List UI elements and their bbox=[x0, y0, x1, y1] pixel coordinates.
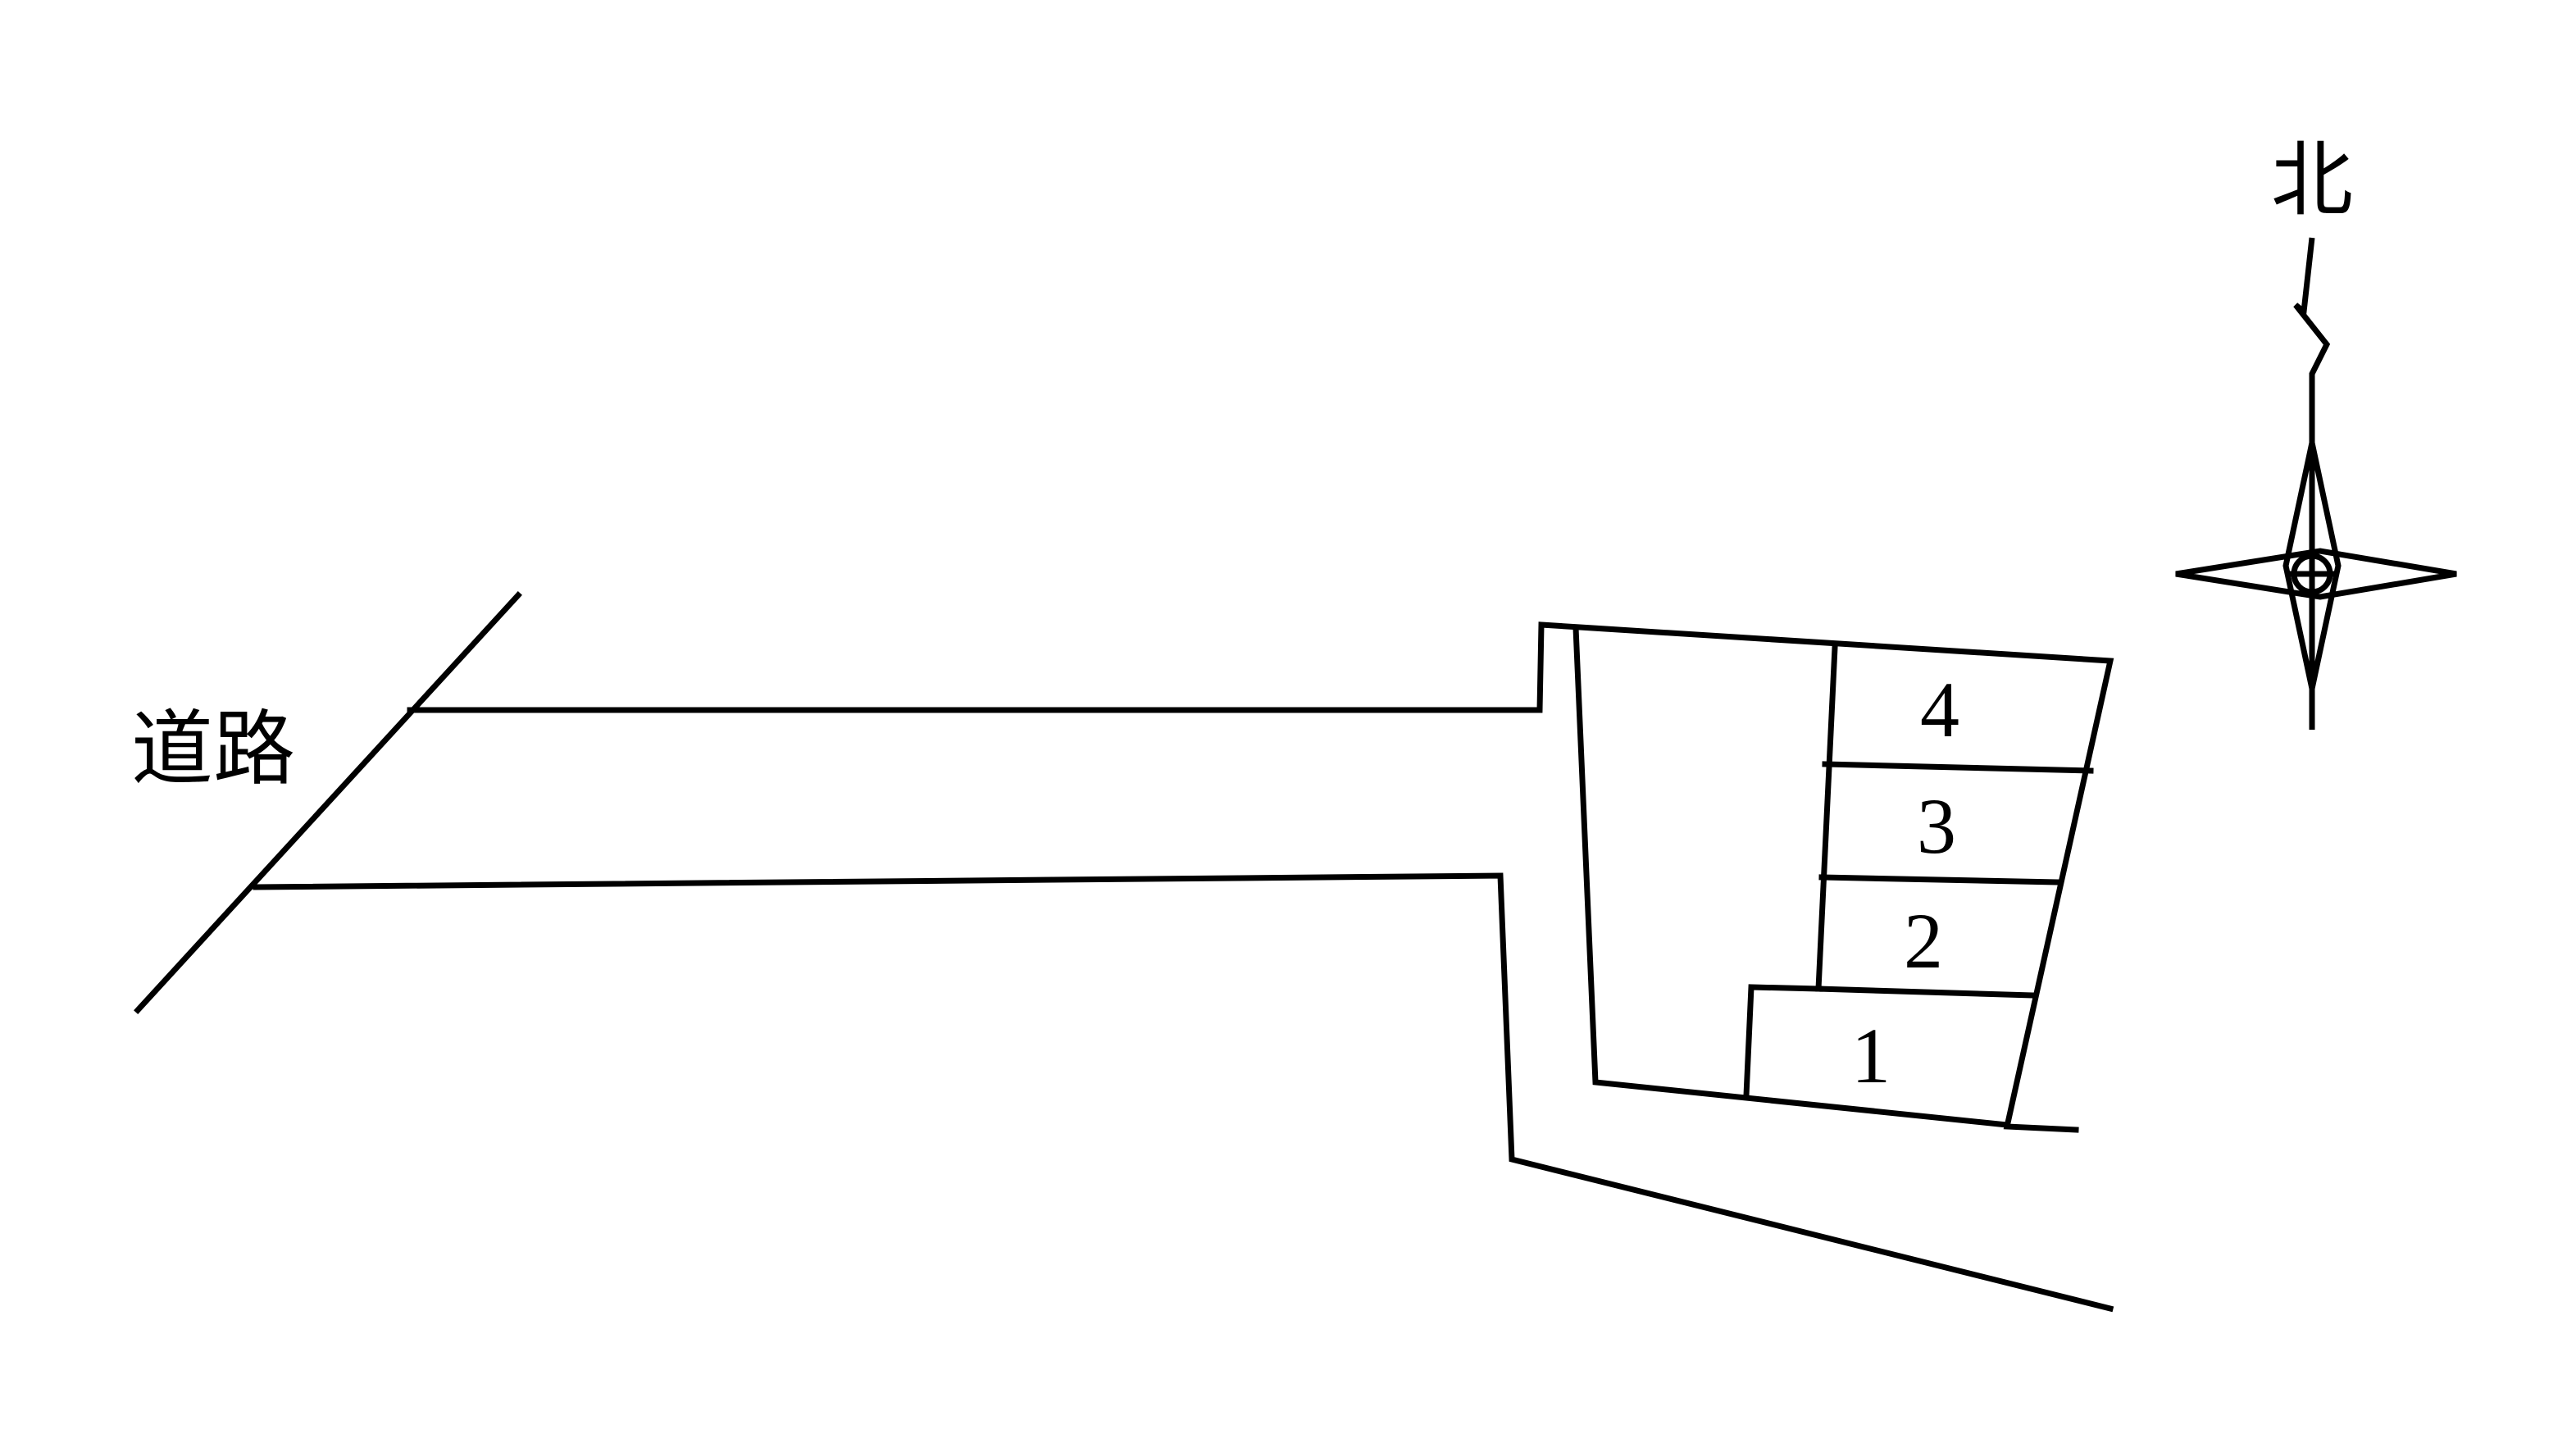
road-label: 道路 bbox=[131, 701, 295, 797]
parking-space-1-outline bbox=[1743, 984, 1823, 1099]
lot-boundary bbox=[1572, 625, 2010, 1128]
parking-row-line-2-1 bbox=[1815, 986, 2037, 999]
north-arrow-compass-icon: 北 bbox=[2175, 132, 2457, 730]
parking-space-1-number: 1 bbox=[1851, 1012, 1891, 1099]
road-line bbox=[134, 591, 522, 1014]
parking-space-3-number: 3 bbox=[1917, 782, 1956, 870]
compass-vertical-diamond bbox=[2282, 442, 2342, 690]
driveway-top-edge bbox=[407, 621, 2114, 1133]
compass-shaft bbox=[2293, 237, 2331, 730]
compass-center bbox=[2291, 553, 2333, 595]
parking-divider-line bbox=[1815, 644, 1838, 992]
parking-space-2-number: 2 bbox=[1904, 897, 1943, 985]
driveway-bottom-edge bbox=[253, 872, 2114, 1313]
north-label: 北 bbox=[2271, 132, 2353, 228]
compass-horizontal-diamond bbox=[2175, 548, 2457, 600]
parking-row-line-4-3 bbox=[1822, 761, 2094, 774]
parking-space-4-number: 4 bbox=[1920, 666, 1959, 753]
parking-row-line-3-2 bbox=[1818, 874, 2063, 885]
